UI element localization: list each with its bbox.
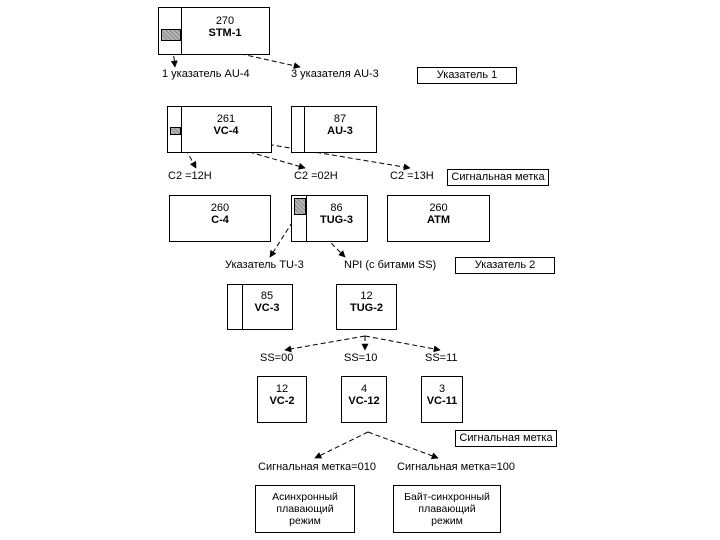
async-mode-line-2: плавающий bbox=[276, 503, 334, 515]
signal-label-frame-1: Сигнальная метка bbox=[447, 169, 549, 186]
tug3-label: TUG-3 bbox=[320, 214, 353, 226]
async-floating-mode-box: Асинхронный плавающий режим bbox=[255, 485, 355, 533]
au4-pointer-label: 1 указатель AU-4 bbox=[162, 68, 250, 80]
signal-label-010: Сигнальная метка=010 bbox=[258, 461, 376, 473]
tu3-pointer-label: Указатель TU-3 bbox=[225, 259, 304, 271]
vc3-label: VC-3 bbox=[254, 302, 280, 314]
vc2-box: 12 VC-2 bbox=[257, 376, 307, 423]
byte-sync-floating-mode-box: Байт-синхронный плавающий режим bbox=[393, 485, 501, 533]
ss10-label: SS=10 bbox=[344, 352, 378, 364]
pointer2-frame: Указатель 2 bbox=[455, 257, 555, 274]
tug2-label: TUG-2 bbox=[350, 302, 383, 314]
async-mode-line-1: Асинхронный bbox=[272, 491, 338, 503]
vc2-label: VC-2 bbox=[269, 395, 295, 407]
atm-box: 260 ATM bbox=[387, 195, 490, 242]
vc11-column-count: 3 bbox=[438, 383, 446, 395]
stm1-overhead-stripe bbox=[159, 8, 182, 54]
vc11-box: 3 VC-11 bbox=[421, 376, 463, 423]
c4-box: 260 C-4 bbox=[169, 195, 271, 242]
vc12-label: VC-12 bbox=[348, 395, 380, 407]
stm1-pointer-hatch bbox=[161, 29, 181, 41]
vc2-column-count: 12 bbox=[275, 383, 289, 395]
vc3-column-count: 85 bbox=[260, 290, 274, 302]
au3-column-count: 87 bbox=[333, 113, 347, 125]
vc12-box: 4 VC-12 bbox=[341, 376, 387, 423]
arrow-tug2-ss00 bbox=[284, 335, 366, 353]
pointer1-frame: Указатель 1 bbox=[417, 67, 517, 84]
npi-label: NPI (с битами SS) bbox=[344, 259, 437, 271]
vc3-poh-stripe bbox=[228, 285, 243, 329]
signal-label-100: Сигнальная метка=100 bbox=[397, 461, 515, 473]
byte-sync-mode-line-2: плавающий bbox=[418, 503, 476, 515]
c4-label: C-4 bbox=[211, 214, 229, 226]
signal-label-frame-2: Сигнальная метка bbox=[455, 430, 557, 447]
tug3-box: 86 TUG-3 bbox=[291, 195, 368, 242]
vc11-label: VC-11 bbox=[426, 395, 458, 407]
byte-sync-mode-line-1: Байт-синхронный bbox=[404, 491, 490, 503]
vc4-column-count: 261 bbox=[216, 113, 236, 125]
async-mode-line-3: режим bbox=[289, 515, 321, 527]
stm1-column-count: 270 bbox=[215, 15, 235, 27]
vc3-box: 85 VC-3 bbox=[227, 284, 293, 330]
vc4-box: 261 VC-4 bbox=[167, 106, 272, 153]
tug3-column-count: 86 bbox=[330, 202, 343, 214]
au3-box: 87 AU-3 bbox=[291, 106, 377, 153]
atm-label: ATM bbox=[426, 214, 450, 226]
vc12-column-count: 4 bbox=[360, 383, 368, 395]
ss11-label: SS=11 bbox=[425, 352, 458, 364]
arrow-tug2-ss11 bbox=[364, 335, 441, 353]
vc4-label: VC-4 bbox=[213, 125, 239, 137]
tug2-column-count: 12 bbox=[360, 290, 373, 302]
au3-poh-stripe bbox=[292, 107, 305, 152]
byte-sync-mode-line-3: режим bbox=[431, 515, 463, 527]
ss00-label: SS=00 bbox=[260, 352, 294, 364]
arrow-vc12-label100 bbox=[367, 431, 439, 460]
c2-12h-label: C2 =12H bbox=[168, 170, 212, 182]
au3-pointers-label: 3 указателя AU-3 bbox=[291, 68, 379, 80]
arrow-vc12-label010 bbox=[314, 431, 369, 459]
atm-column-count: 260 bbox=[429, 202, 448, 214]
tug3-npi-stripe bbox=[292, 196, 307, 241]
au3-label: AU-3 bbox=[327, 125, 353, 137]
tug3-pointer-hatch bbox=[294, 198, 306, 215]
tug2-box: 12 TUG-2 bbox=[336, 284, 397, 330]
stm1-frame-box: 270 STM-1 bbox=[158, 7, 270, 55]
vc4-poh-stripe bbox=[168, 107, 182, 152]
c4-column-count: 260 bbox=[210, 202, 230, 214]
vc4-c2-hatch bbox=[170, 127, 181, 135]
c2-13h-label: C2 =13H bbox=[390, 170, 434, 182]
stm1-label: STM-1 bbox=[208, 27, 242, 39]
c2-02h-label: C2 =02H bbox=[294, 170, 338, 182]
